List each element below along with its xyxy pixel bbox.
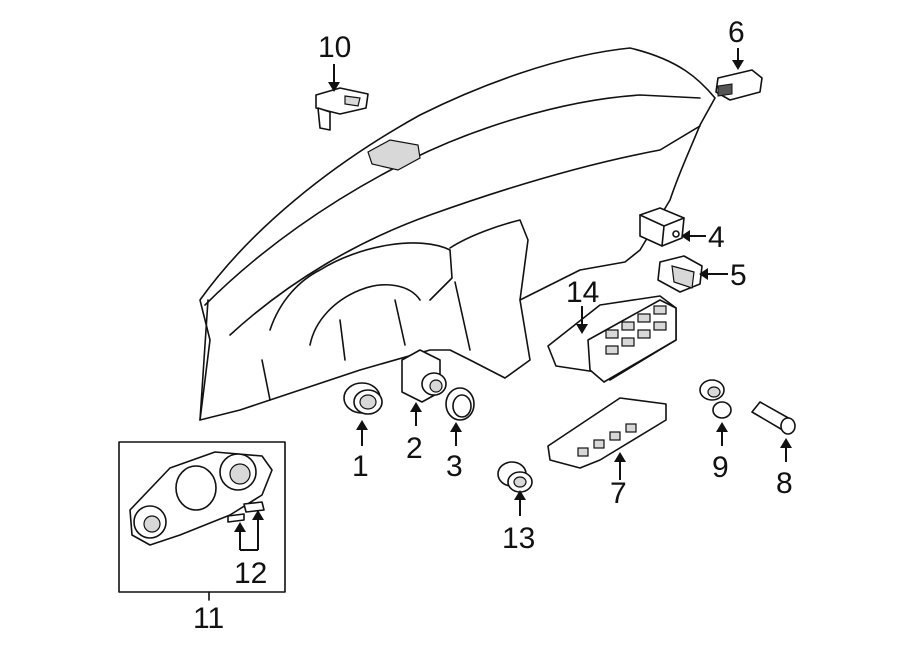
callout-3: 3 [446, 450, 463, 483]
part-7-switch-panel [547, 397, 667, 480]
callout-8: 8 [776, 467, 793, 500]
part-6-switch [715, 48, 763, 101]
part-4-relay [639, 207, 706, 247]
part-11-cluster-box [118, 441, 286, 601]
part-2-switch [401, 349, 447, 426]
panel-buttons [577, 423, 637, 457]
callout-10: 10 [318, 31, 351, 64]
part-14-climate-control [547, 295, 677, 383]
callout-6: 6 [728, 16, 745, 49]
part-12-bulbs [227, 501, 265, 551]
callout-13: 13 [502, 522, 535, 555]
callout-7: 7 [610, 477, 627, 510]
callout-14: 14 [566, 276, 599, 309]
climate-buttons [605, 305, 667, 355]
part-10-sensor [315, 64, 369, 131]
part-9-socket [699, 379, 732, 446]
instrument-cluster [129, 451, 273, 546]
instrument-panel [199, 47, 716, 421]
part-1-knob [343, 382, 383, 446]
callout-2: 2 [406, 432, 423, 465]
part-8-lighter [751, 401, 796, 462]
callout-1: 1 [352, 450, 369, 483]
callout-11: 11 [193, 602, 224, 635]
part-5-switch [657, 255, 728, 293]
part-13-knob [497, 461, 533, 516]
callout-4: 4 [708, 221, 725, 254]
part-3-ring [445, 387, 475, 446]
callout-9: 9 [712, 451, 729, 484]
callout-5: 5 [730, 259, 747, 292]
callout-12: 12 [234, 557, 267, 590]
